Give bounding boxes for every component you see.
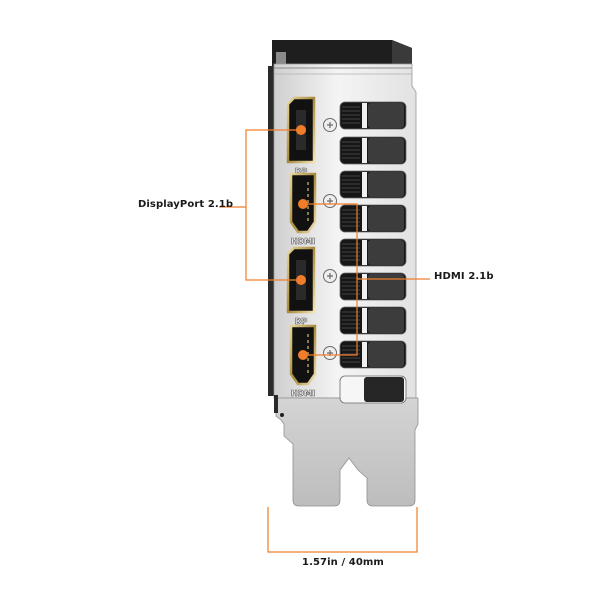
screw-icon (323, 118, 337, 132)
dp-1-dot (296, 125, 306, 135)
port-silkscreen-label: HDMI (291, 237, 315, 246)
displayport-callout-lines (219, 129, 301, 281)
dp-2-dot (296, 275, 306, 285)
bracket-back-edge (268, 66, 276, 396)
screw-icon (323, 346, 337, 360)
cooler-shroud-top (272, 40, 412, 66)
vent-slot (339, 375, 407, 404)
screw-icon (323, 194, 337, 208)
displayport-label: DisplayPort 2.1b (138, 199, 234, 210)
hdmi-1-dot (298, 199, 308, 209)
vent-slot (339, 204, 407, 233)
vent-slot (339, 306, 407, 335)
hdmi-2-dot (298, 350, 308, 360)
vent-slots (339, 101, 407, 404)
hdmi-label: HDMI 2.1b (434, 271, 494, 282)
port-silkscreen-label: DP (295, 167, 308, 176)
port-silkscreen-label: HDMI (291, 389, 315, 398)
hdmi-callout-lines (303, 203, 430, 356)
vent-slot (339, 136, 407, 165)
screw-icon (323, 269, 337, 283)
dimension-label: 1.57in / 40mm (302, 557, 384, 568)
width-dimension-bracket (267, 507, 418, 553)
vent-slot (339, 272, 407, 301)
port-silkscreen-label: DP (295, 317, 308, 326)
vent-slot (339, 170, 407, 199)
vent-slot (339, 238, 407, 267)
vent-slot (339, 101, 407, 130)
port-callout-dots (296, 125, 308, 360)
